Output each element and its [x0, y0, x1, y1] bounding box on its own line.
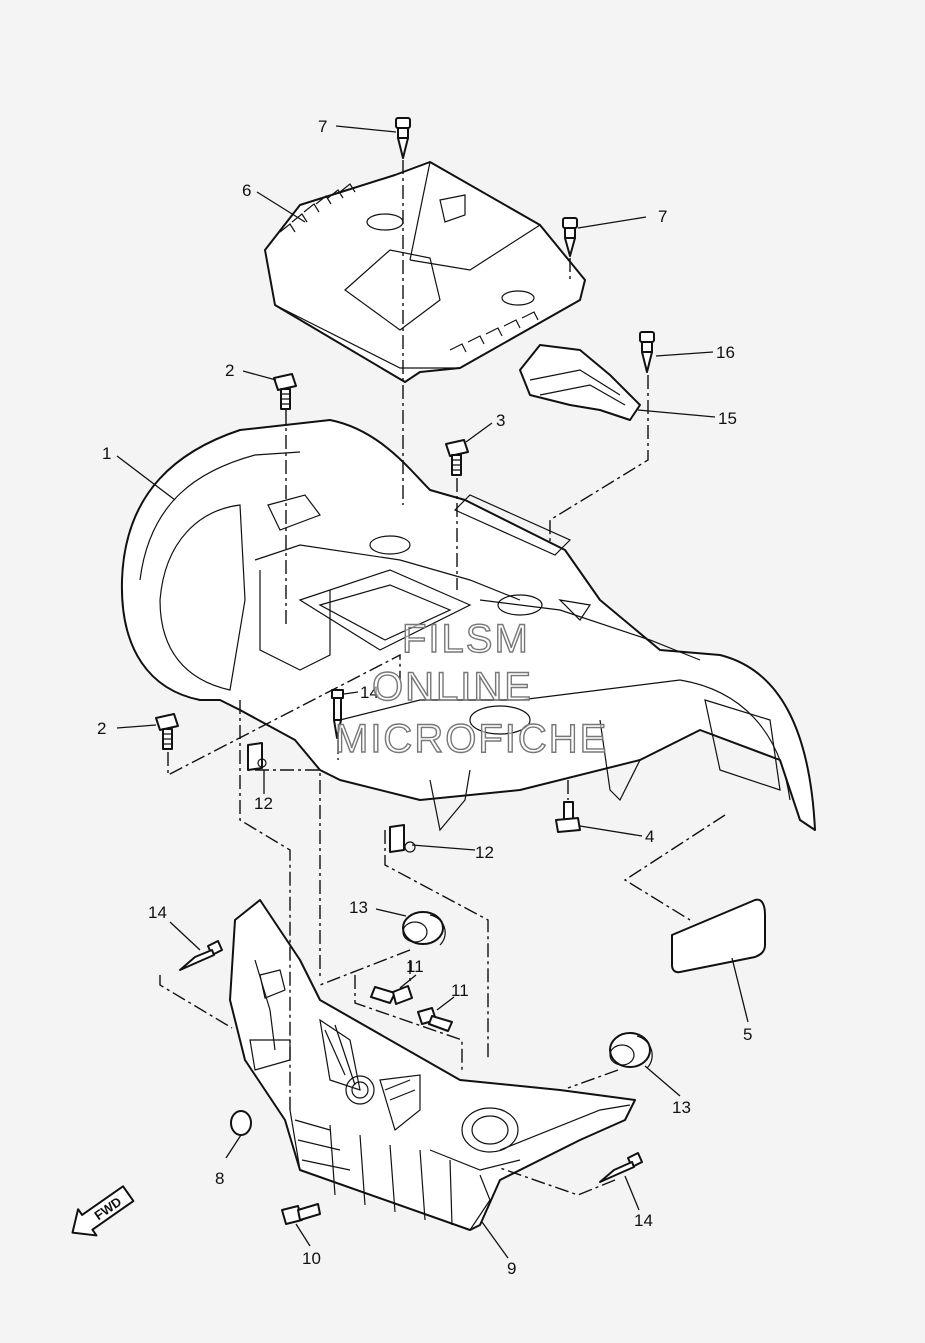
callout-14: 14	[148, 903, 167, 922]
nut-part	[389, 824, 416, 853]
callout-1: 1	[102, 444, 111, 463]
bolt-part	[445, 439, 469, 476]
cap-part	[230, 1110, 252, 1136]
callout-13: 13	[349, 898, 368, 917]
assembly-lines	[159, 160, 726, 1196]
rivet-part	[331, 689, 344, 739]
watermark-line-3: MICROFICHE	[335, 717, 608, 761]
callout-labels: 7 7 6 16 15 2 3 1 2 14 12 12 4 5 13 11 1…	[97, 117, 752, 1278]
watermark: FILSM ONLINE MICROFICHE	[334, 616, 608, 761]
screw-part	[639, 331, 655, 373]
bolt-part	[555, 801, 581, 833]
callout-8: 9	[507, 1259, 516, 1278]
screw-part	[395, 117, 411, 159]
callout-12: 12	[475, 843, 494, 862]
watermark-line-1: FILSM	[402, 617, 530, 661]
callout-3: 3	[496, 411, 505, 430]
decal-part	[671, 898, 766, 974]
callout-5: 5	[743, 1025, 752, 1044]
callout-2: 2	[225, 361, 234, 380]
callout-14: 14	[360, 683, 379, 702]
nut-part	[247, 742, 267, 771]
callout-2: 2	[97, 719, 106, 738]
forward-arrow-icon: FWD	[71, 1185, 135, 1237]
callout-13: 13	[672, 1098, 691, 1117]
bolt-part	[417, 1007, 453, 1032]
bracket-part	[519, 344, 641, 421]
callout-15: 15	[718, 409, 737, 428]
callout-11: 11	[451, 981, 469, 1000]
callout-16: 16	[716, 343, 735, 362]
leader-lines	[116, 125, 749, 1259]
callout-4: 4	[645, 827, 654, 846]
callout-7: 7	[658, 207, 667, 226]
callout-6: 6	[242, 181, 251, 200]
callout-14: 14	[634, 1211, 653, 1230]
grommet-part	[609, 1032, 653, 1069]
rivet-part	[599, 1152, 643, 1183]
bolt-part	[273, 373, 297, 410]
front-fender-part	[229, 899, 636, 1231]
screw-part	[562, 217, 578, 257]
callout-12: 12	[254, 794, 273, 813]
rear-fender-part	[120, 419, 816, 832]
callout-9: 8	[215, 1169, 224, 1188]
bolt-part	[155, 713, 179, 750]
bolt-part	[370, 985, 413, 1005]
watermark-line-2: ONLINE	[372, 665, 533, 709]
callout-7: 7	[318, 117, 327, 136]
callout-10: 10	[302, 1249, 321, 1268]
bolt-part	[281, 1203, 321, 1225]
grommet-part	[402, 911, 446, 946]
callout-11: 11	[406, 957, 424, 976]
rivet-part	[179, 940, 223, 971]
top-panel-part	[264, 161, 586, 383]
